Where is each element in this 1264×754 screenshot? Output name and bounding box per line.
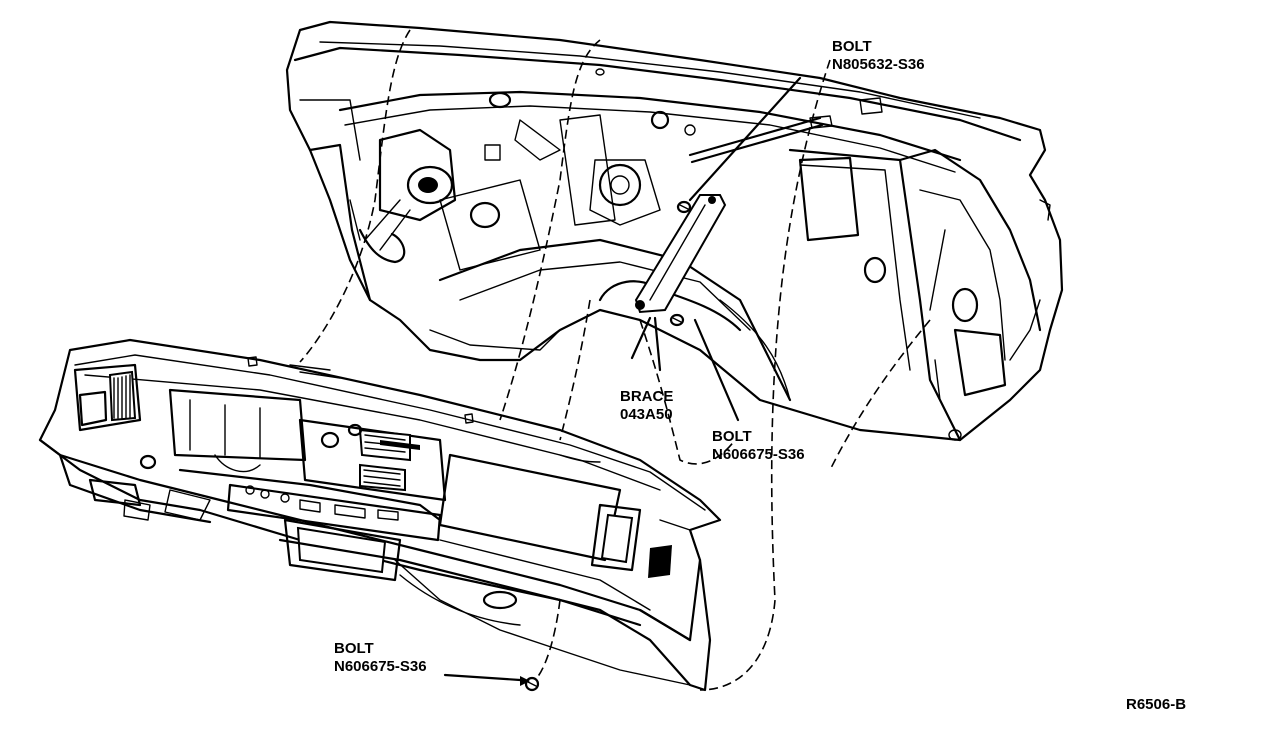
cowl-dash-panel (285, 20, 1064, 442)
leader-lines (443, 76, 802, 686)
brace-label: BRACE 043A50 (620, 388, 673, 424)
figure-id: R6506-B (1126, 696, 1187, 713)
brace-name: BRACE (620, 388, 674, 405)
brace-part: 043A50 (620, 406, 673, 423)
bolt-top-part: N805632-S36 (832, 56, 925, 73)
bolt-mid-name: BOLT (712, 428, 752, 445)
bolt-bottom-label: BOLT N606675-S36 (334, 640, 427, 676)
bolt-top-label: BOLT N805632-S36 (832, 38, 925, 74)
bolt-top-name: BOLT (832, 38, 872, 55)
bolt-icon-bottom (524, 676, 540, 692)
alignment-lines (299, 29, 931, 691)
bolt-icon-mid (669, 313, 685, 327)
instrument-panel (38, 338, 722, 692)
brace-part (634, 194, 727, 314)
bolt-bottom-part: N606675-S36 (334, 658, 427, 675)
bolt-mid-label: BOLT N606675-S36 (712, 428, 805, 464)
bolt-mid-part: N606675-S36 (712, 446, 805, 463)
bolt-bottom-name: BOLT (334, 640, 374, 657)
bolt-icon-top (676, 200, 692, 214)
